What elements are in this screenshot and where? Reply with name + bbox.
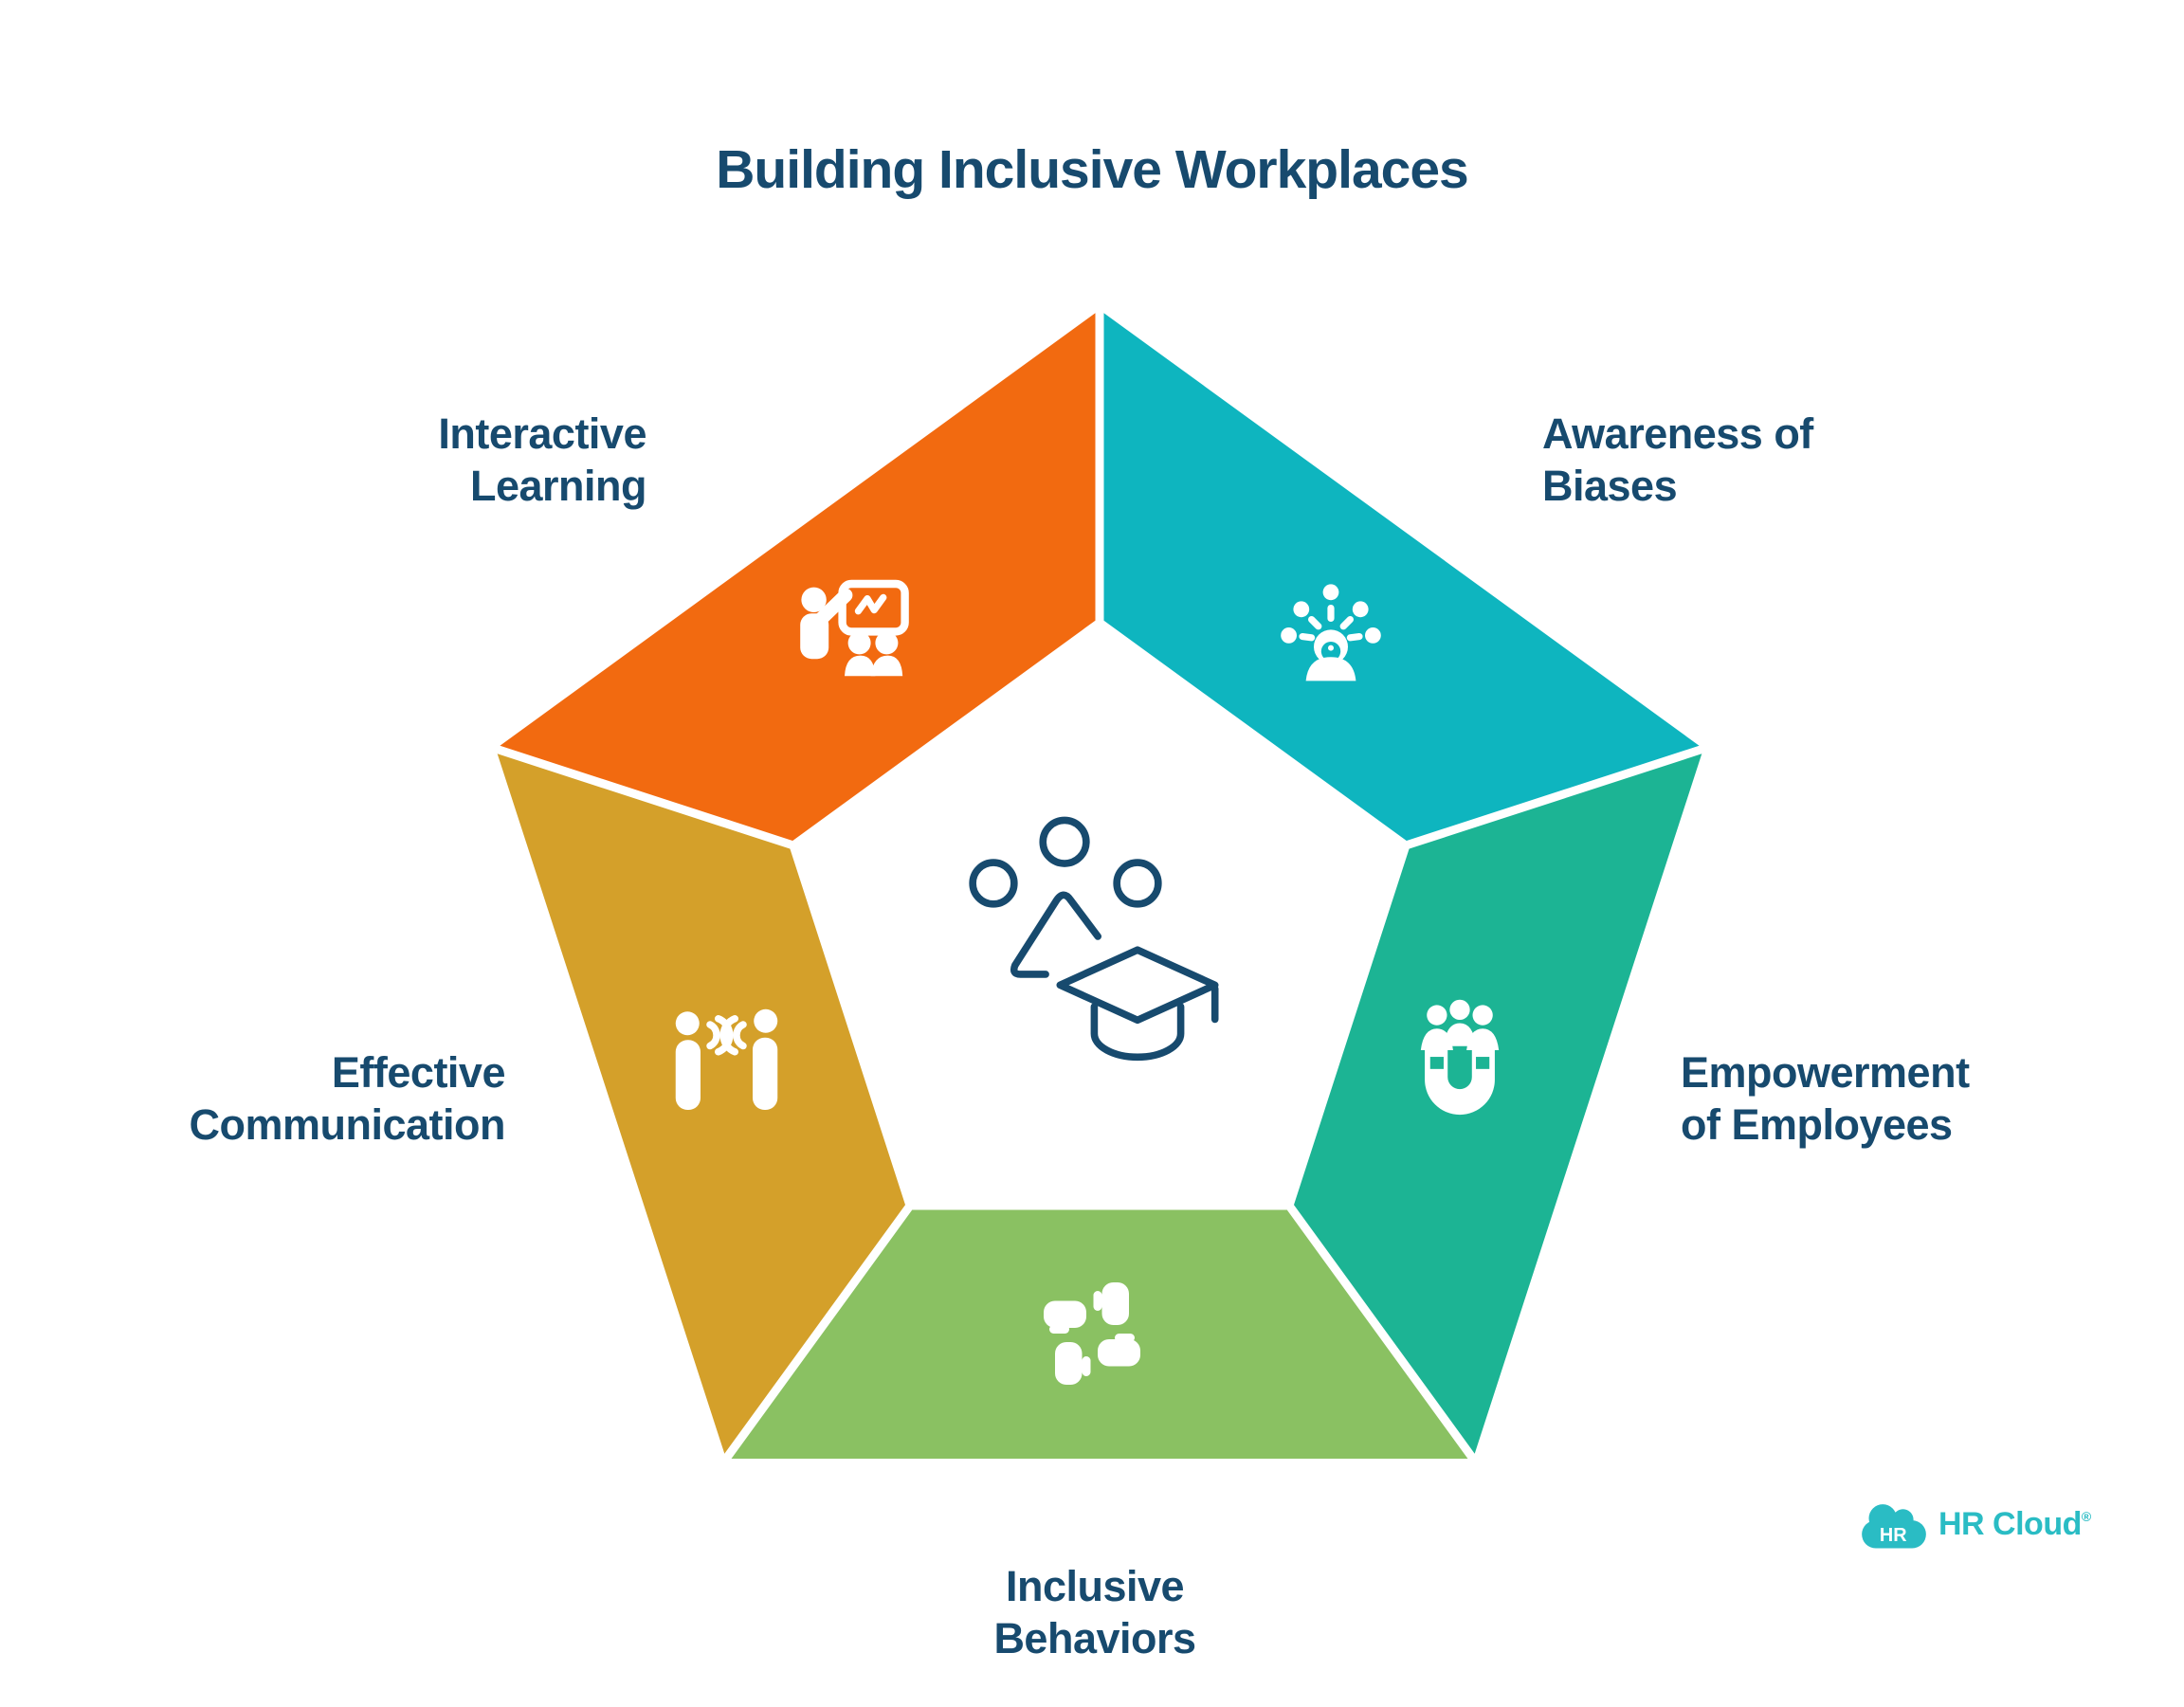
label-interactive-learning: Interactive Learning bbox=[438, 408, 646, 512]
label-line: Interactive bbox=[438, 409, 646, 458]
hr-cloud-logo: HR HR Cloud® bbox=[1859, 1499, 2091, 1550]
label-line: Learning bbox=[469, 462, 647, 510]
person-awareness-rays-icon bbox=[1281, 584, 1381, 681]
registered-trademark-symbol: ® bbox=[2081, 1508, 2091, 1524]
page-title: Building Inclusive Workplaces bbox=[716, 139, 1469, 200]
pentagon-segments bbox=[496, 310, 1703, 1459]
graduation-learning-icon bbox=[969, 816, 1219, 1062]
label-empowerment-of-employees: Empowerment of Employees bbox=[1681, 1046, 1970, 1151]
segment-interactive-learning bbox=[496, 310, 1100, 845]
label-line: Behaviors bbox=[993, 1614, 1196, 1662]
label-line: Empowerment bbox=[1681, 1048, 1970, 1097]
label-line: of Employees bbox=[1681, 1100, 1953, 1149]
two-people-talking-icon bbox=[675, 1008, 778, 1110]
segment-inclusive-behaviors bbox=[726, 1206, 1473, 1459]
label-inclusive-behaviors: Inclusive Behaviors bbox=[858, 1560, 1332, 1664]
label-effective-communication: Effective Communication bbox=[189, 1046, 505, 1151]
four-hands-teamwork-icon bbox=[1044, 1282, 1140, 1385]
logo-badge-text: HR bbox=[1880, 1525, 1907, 1546]
label-line: Biases bbox=[1542, 462, 1678, 510]
label-line: Effective bbox=[331, 1048, 506, 1097]
segment-awareness-of-biases bbox=[1100, 310, 1703, 845]
teacher-whiteboard-icon bbox=[800, 579, 909, 677]
label-line: Inclusive bbox=[1005, 1562, 1185, 1610]
label-awareness-of-biases: Awareness of Biases bbox=[1542, 408, 1813, 512]
magnet-people-icon bbox=[1420, 999, 1500, 1116]
logo-brand-name: HR Cloud bbox=[1938, 1506, 2082, 1542]
segment-dividers bbox=[491, 305, 1708, 1463]
label-line: Communication bbox=[189, 1100, 505, 1149]
cloud-shape bbox=[1862, 1504, 1926, 1549]
segment-empowerment-of-employees bbox=[1289, 749, 1703, 1459]
label-line: Awareness of bbox=[1542, 409, 1813, 458]
logo-brand-text: HR Cloud® bbox=[1938, 1506, 2091, 1543]
segment-effective-communication bbox=[496, 749, 910, 1459]
hr-cloud-logo-icon: HR bbox=[1862, 1504, 1926, 1549]
